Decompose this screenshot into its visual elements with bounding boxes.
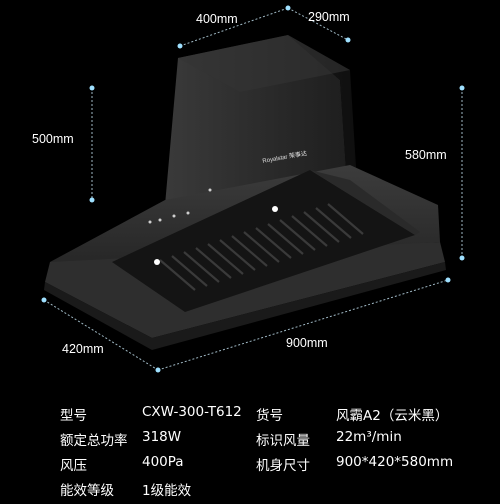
width-bottom-label: 900mm	[286, 336, 328, 350]
spec-value: 风霸A2（云米黑）	[336, 408, 449, 424]
spec-label: 风压	[60, 458, 87, 474]
control-panel	[148, 188, 212, 224]
depth-top-label: 290mm	[308, 10, 350, 24]
depth-bottom-label: 420mm	[62, 342, 104, 356]
chimney-height-label: 500mm	[32, 132, 74, 146]
spec-label: 额定总功率	[60, 433, 128, 449]
total-height-label: 580mm	[405, 148, 447, 162]
hood-cavity	[112, 170, 415, 312]
spec-value: 22m³/min	[336, 429, 402, 445]
dimension-endpoints	[41, 5, 465, 373]
light-left	[154, 259, 160, 265]
spec-label: 货号	[256, 408, 283, 424]
spec-label: 能效等级	[60, 483, 114, 499]
spec-table: 型号 CXW-300-T612 货号 风霸A2（云米黑） 额定总功率 318W …	[0, 396, 500, 500]
chimney-side	[288, 35, 358, 200]
dimension-lines	[43, 7, 463, 371]
chimney-top	[178, 35, 350, 92]
filter-grille	[159, 203, 364, 291]
spec-label: 机身尺寸	[256, 458, 310, 474]
hood-cavity-side	[310, 170, 420, 235]
spec-value: 318W	[142, 429, 182, 445]
spec-value: 400Pa	[142, 454, 184, 470]
width-top-label: 400mm	[196, 12, 238, 26]
spec-value: 1级能效	[142, 483, 192, 499]
light-right	[272, 206, 278, 212]
spec-label: 标识风量	[256, 433, 310, 449]
spec-value: 900*420*580mm	[336, 454, 454, 470]
spec-label: 型号	[60, 408, 87, 424]
spec-value: CXW-300-T612	[142, 404, 242, 420]
